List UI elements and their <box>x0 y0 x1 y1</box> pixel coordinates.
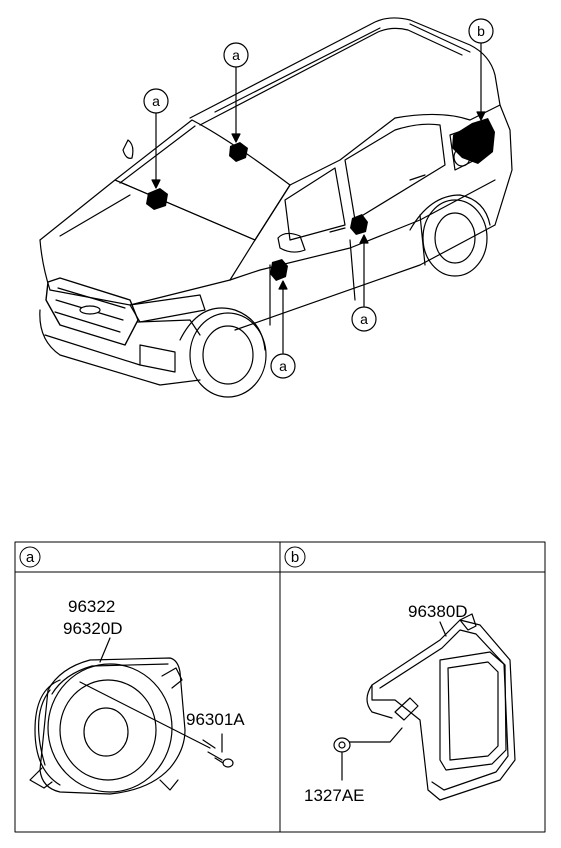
legend-header-a: a <box>26 549 35 566</box>
callout-circle-windshield-left <box>143 88 169 114</box>
part-number-woofer: 96380D <box>408 602 468 621</box>
windshield-right-speaker <box>229 142 248 162</box>
callout-circle-rear-door <box>351 306 377 332</box>
callout-circle-windshield-right <box>223 42 249 68</box>
legend-circle-b <box>284 546 306 568</box>
part-numbers: 96322 96320D 96301A 96380D 1327AE <box>63 597 468 805</box>
windshield-left-speaker <box>146 188 168 210</box>
callout-label-front-door: a <box>279 358 287 374</box>
speaker-locations <box>146 118 495 281</box>
subwoofer-drawing <box>333 613 516 801</box>
legend-circle-a <box>19 546 41 568</box>
part-number-nut: 1327AE <box>304 786 365 805</box>
part-number-speaker-2: 96320D <box>63 619 123 638</box>
callout-circle-front-door <box>270 353 296 379</box>
parts-legend-table <box>14 541 546 833</box>
door-speaker-drawing <box>29 637 234 795</box>
vehicle-illustration <box>39 17 513 398</box>
callout-label-rear-door: a <box>360 311 368 327</box>
callout-label-windshield-right: a <box>232 47 240 63</box>
callout-leaders <box>151 42 486 354</box>
callout-circles <box>143 18 494 379</box>
callout-circle-rear-quarter <box>468 18 494 44</box>
callout-label-rear-quarter: b <box>477 23 485 39</box>
rear-door-speaker <box>350 214 368 235</box>
callout-label-windshield-left: a <box>152 93 160 109</box>
part-number-screw: 96301A <box>186 710 245 729</box>
legend-header-b: b <box>291 549 299 566</box>
part-number-speaker-1: 96322 <box>68 597 115 616</box>
front-door-speaker <box>270 259 288 281</box>
rear-quarter-woofer <box>452 118 495 164</box>
callout-letters: a a b a a a b <box>26 23 485 566</box>
